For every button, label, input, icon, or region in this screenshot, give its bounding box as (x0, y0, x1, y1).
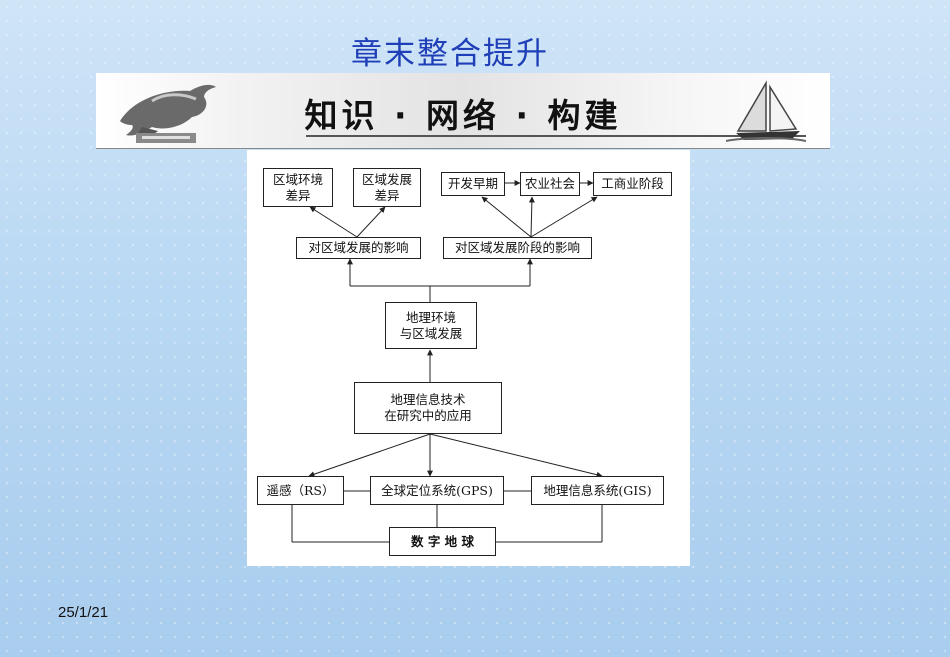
industrial-commercial-stage-box: 工商业阶段 (593, 172, 672, 196)
early-development-box: 开发早期 (441, 172, 505, 196)
geo-info-tech-box: 地理信息技术在研究中的应用 (354, 382, 502, 434)
region-development-difference-box: 区域发展差异 (353, 168, 421, 207)
section-banner: 知识 · 网络 · 构建 (96, 73, 830, 148)
knowledge-network-diagram: 区域环境差异 区域发展差异 开发早期 农业社会 工商业阶段 对区域发展的影响 对… (247, 150, 690, 566)
remote-sensing-box: 遥感（RS） (257, 476, 344, 505)
banner-underline (306, 135, 806, 137)
impact-on-development-stage-box: 对区域发展阶段的影响 (443, 237, 592, 259)
diagram-connectors (291, 180, 603, 543)
agricultural-society-box: 农业社会 (520, 172, 580, 196)
sailboat-icon (726, 80, 806, 142)
digital-earth-box: 数 字 地 球 (389, 527, 496, 556)
gis-box: 地理信息系统(GIS) (531, 476, 664, 505)
dolphin-icon (120, 84, 216, 143)
gps-box: 全球定位系统(GPS) (370, 476, 504, 505)
region-environment-difference-box: 区域环境差异 (263, 168, 333, 207)
impact-on-region-development-box: 对区域发展的影响 (296, 237, 421, 259)
banner-heading: 知识 · 网络 · 构建 (304, 96, 622, 135)
geo-environment-box: 地理环境与区域发展 (385, 302, 477, 349)
slide-date: 25/1/21 (58, 604, 109, 621)
slide-title: 章末整合提升 (351, 36, 549, 72)
